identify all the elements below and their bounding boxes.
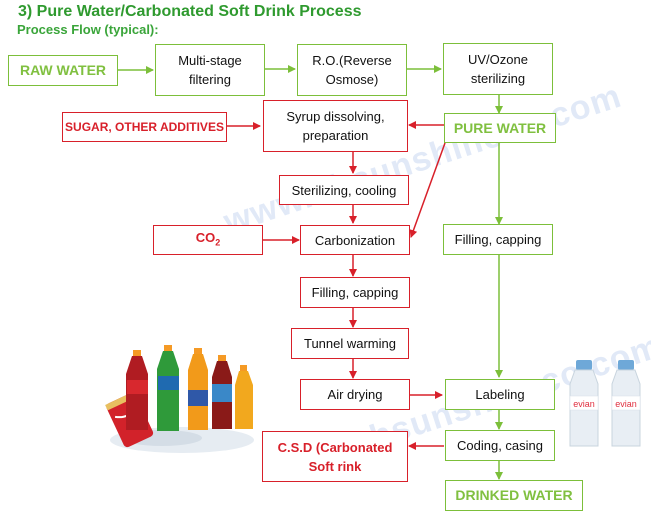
evian-label: evian — [615, 399, 637, 409]
node-label: Labeling — [475, 387, 525, 402]
node-label: C.S.D (Carbonated — [277, 439, 393, 455]
node-reverse-osmosis: R.O.(Reverse Osmose) — [297, 44, 407, 96]
evian-label: evian — [573, 399, 595, 409]
node-label: Filling, capping — [454, 232, 542, 247]
node-label: DRINKED WATER — [455, 487, 573, 503]
page-subtitle: Process Flow (typical): — [17, 22, 159, 37]
node-filling-capping-water: Filling, capping — [443, 224, 553, 255]
node-label: Sterilizing, cooling — [291, 182, 397, 198]
node-label: UV/Ozone — [468, 52, 528, 67]
evian-water-bottles-image: evian evian — [569, 360, 641, 447]
node-tunnel-warming: Tunnel warming — [291, 328, 409, 359]
node-label: Coding, casing — [457, 438, 543, 453]
node-label: CO2 — [196, 228, 221, 253]
page-title: 3) Pure Water/Carbonated Soft Drink Proc… — [18, 3, 362, 20]
co2-text: CO — [195, 229, 216, 245]
node-label: R.O.(Reverse — [312, 53, 392, 68]
co2-subscript: 2 — [215, 237, 221, 248]
node-air-drying: Air drying — [300, 379, 410, 410]
soft-drink-bottles-image — [105, 345, 254, 453]
node-label: Osmose) — [325, 72, 379, 87]
node-syrup-preparation: Syrup dissolving, preparation — [263, 100, 408, 152]
node-coding-casing: Coding, casing — [445, 430, 555, 461]
node-uv-ozone-sterilizing: UV/Ozone sterilizing — [443, 43, 553, 95]
node-raw-water: RAW WATER — [8, 55, 118, 86]
node-multi-stage-filtering: Multi-stage filtering — [155, 44, 265, 96]
node-label: Tunnel warming — [303, 336, 396, 351]
node-carbonization: Carbonization — [300, 225, 410, 255]
node-label: preparation — [302, 128, 369, 143]
node-sugar-additives: SUGAR, OTHER ADDITIVES — [62, 112, 227, 142]
node-label: Filling, capping — [311, 285, 399, 300]
node-csd: C.S.D (Carbonated Soft rink — [262, 431, 408, 482]
node-label: RAW WATER — [19, 62, 107, 78]
node-label: Soft rink — [308, 458, 362, 474]
node-label: sterilizing — [470, 71, 526, 86]
node-label: filtering — [189, 72, 231, 87]
node-label: SUGAR, OTHER ADDITIVES — [65, 119, 224, 134]
node-label: Multi-stage — [178, 53, 242, 68]
node-label: Syrup dissolving, — [286, 109, 385, 124]
node-filling-capping-csd: Filling, capping — [300, 277, 410, 308]
node-label: Carbonization — [314, 232, 396, 248]
node-pure-water: PURE WATER — [444, 113, 556, 143]
node-sterilizing-cooling: Sterilizing, cooling — [279, 175, 409, 205]
node-co2: CO2 — [153, 225, 263, 255]
arrow-pure-to-carbonization — [409, 142, 446, 238]
node-labeling: Labeling — [445, 379, 555, 410]
node-label: Air drying — [327, 387, 383, 402]
node-label: PURE WATER — [453, 119, 547, 136]
node-drinked-water: DRINKED WATER — [445, 480, 583, 511]
